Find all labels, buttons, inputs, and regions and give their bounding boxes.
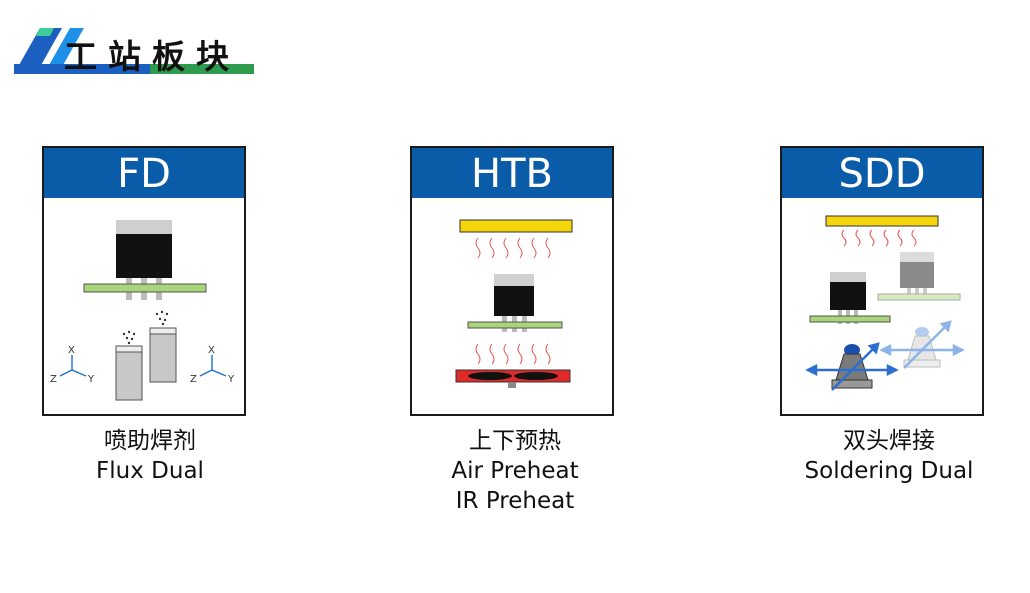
pcb-board-left <box>809 315 891 323</box>
svg-text:Z: Z <box>50 374 57 385</box>
solder-head-left <box>831 344 873 389</box>
flux-dual-illustration: X Y Z X Y Z <box>50 220 235 401</box>
axis-gizmo-right <box>199 355 227 377</box>
spray-dots <box>122 310 169 345</box>
station-card-sdd: SDD <box>780 146 984 416</box>
page-title: 工站板块 <box>64 37 240 76</box>
header-logo <box>14 28 254 74</box>
caption-en: Flux Dual <box>96 458 204 484</box>
station-code: SDD <box>782 148 982 198</box>
svg-text:X: X <box>68 345 75 356</box>
pcb-board-right <box>877 293 961 301</box>
soldering-dual-illustration <box>805 215 965 391</box>
station-card-htb: HTB <box>410 146 614 416</box>
flux-nozzle-left <box>115 345 143 401</box>
pcb-board <box>83 283 207 293</box>
component-body <box>494 286 534 316</box>
caption-cn: 喷助焊剂 <box>104 428 196 454</box>
svg-text:X: X <box>208 345 215 356</box>
svg-text:Y: Y <box>227 374 235 385</box>
station-card-fd: FD X Y Z X <box>42 146 246 416</box>
station-code: FD <box>44 148 244 198</box>
heater-top <box>825 215 939 227</box>
station-code: HTB <box>412 148 612 198</box>
caption-en: IR Preheat <box>455 488 575 514</box>
station-caption-htb: 上下预热 Air Preheat IR Preheat <box>385 426 645 516</box>
flux-nozzle-right <box>149 327 177 383</box>
heat-waves-bottom <box>475 343 551 365</box>
svg-text:Y: Y <box>87 374 95 385</box>
axis-gizmo-left <box>59 355 87 377</box>
station-caption-fd: 喷助焊剂 Flux Dual <box>20 426 280 486</box>
motion-arrows-left <box>805 342 899 391</box>
heat-waves-top <box>475 237 551 259</box>
pcb-board <box>467 321 563 329</box>
caption-cn: 双头焊接 <box>843 428 935 454</box>
component-body <box>116 234 172 278</box>
preheat-illustration <box>455 219 573 388</box>
station-caption-sdd: 双头焊接 Soldering Dual <box>759 426 1019 486</box>
motion-arrows-right <box>879 320 965 369</box>
svg-text:Z: Z <box>190 374 197 385</box>
air-heater-top <box>459 219 573 233</box>
component-tab <box>116 220 172 234</box>
caption-en: Air Preheat <box>451 458 579 484</box>
caption-cn: 上下预热 <box>469 428 561 454</box>
page-header: 工站板块 <box>0 0 300 90</box>
caption-en: Soldering Dual <box>804 458 974 484</box>
